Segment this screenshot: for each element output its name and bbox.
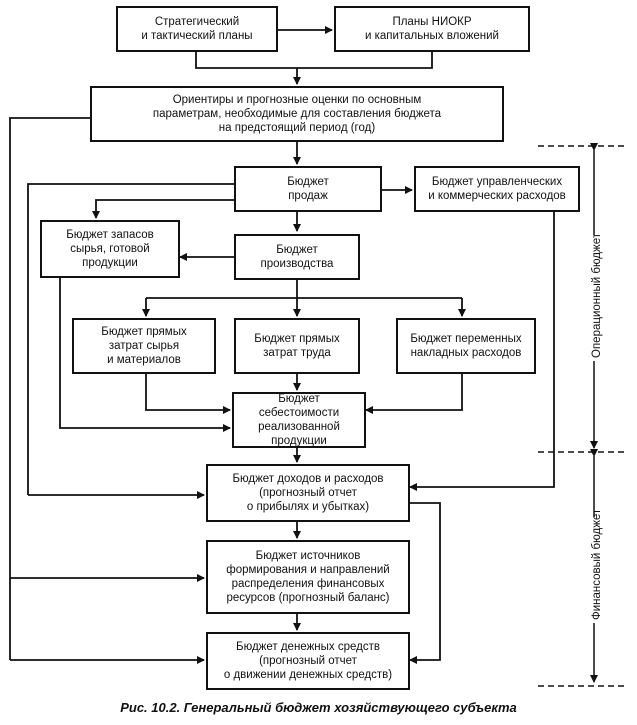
arrow-overhead-to-cogs [365, 372, 463, 414]
inventory-budget-box: Бюджет запасов сырья, готовой продукции [40, 220, 180, 278]
cash-budget-box: Бюджет денежных средств (прогнозный отче… [206, 632, 410, 690]
materials-budget-box: Бюджет прямых затрат сырья и материалов [72, 318, 216, 374]
production-budget-box: Бюджет производства [234, 234, 360, 280]
arrow-income-to-cash [409, 502, 441, 664]
financial-budget-label: Финансовый бюджет [591, 509, 603, 623]
sales-budget-box: Бюджет продаж [234, 166, 382, 212]
operational-budget-label: Операционный бюджет [591, 233, 603, 361]
admin-expenses-budget-box: Бюджет управленческих и коммерческих рас… [414, 166, 580, 212]
line-guidelines-to-cash [9, 117, 90, 660]
arrow-admin-to-income [409, 212, 555, 491]
strategic-plans-box: Стратегический и тактический планы [116, 6, 278, 52]
overhead-budget-box: Бюджет переменных накладных расходов [396, 318, 536, 374]
arrow-inventory-to-cogs [59, 277, 231, 432]
figure-caption: Рис. 10.2. Генеральный бюджет хозяйствую… [120, 700, 517, 715]
rnd-plans-box: Планы НИОКР и капитальных вложений [334, 6, 530, 52]
line-strategic-down [195, 50, 433, 69]
cogs-budget-box: Бюджет себестоимости реализованной проду… [232, 392, 366, 448]
arrow-materials-to-cogs [145, 372, 231, 414]
balance-budget-box: Бюджет источников формирования и направл… [206, 540, 410, 614]
labor-budget-box: Бюджет прямых затрат труда [234, 318, 360, 374]
arrow-sales-to-inventory [92, 199, 234, 219]
guidelines-box: Ориентиры и прогнозные оценки по основны… [90, 86, 504, 142]
income-statement-budget-box: Бюджет доходов и расходов (прогнозный от… [206, 464, 410, 522]
line-sales-to-income [27, 183, 234, 495]
